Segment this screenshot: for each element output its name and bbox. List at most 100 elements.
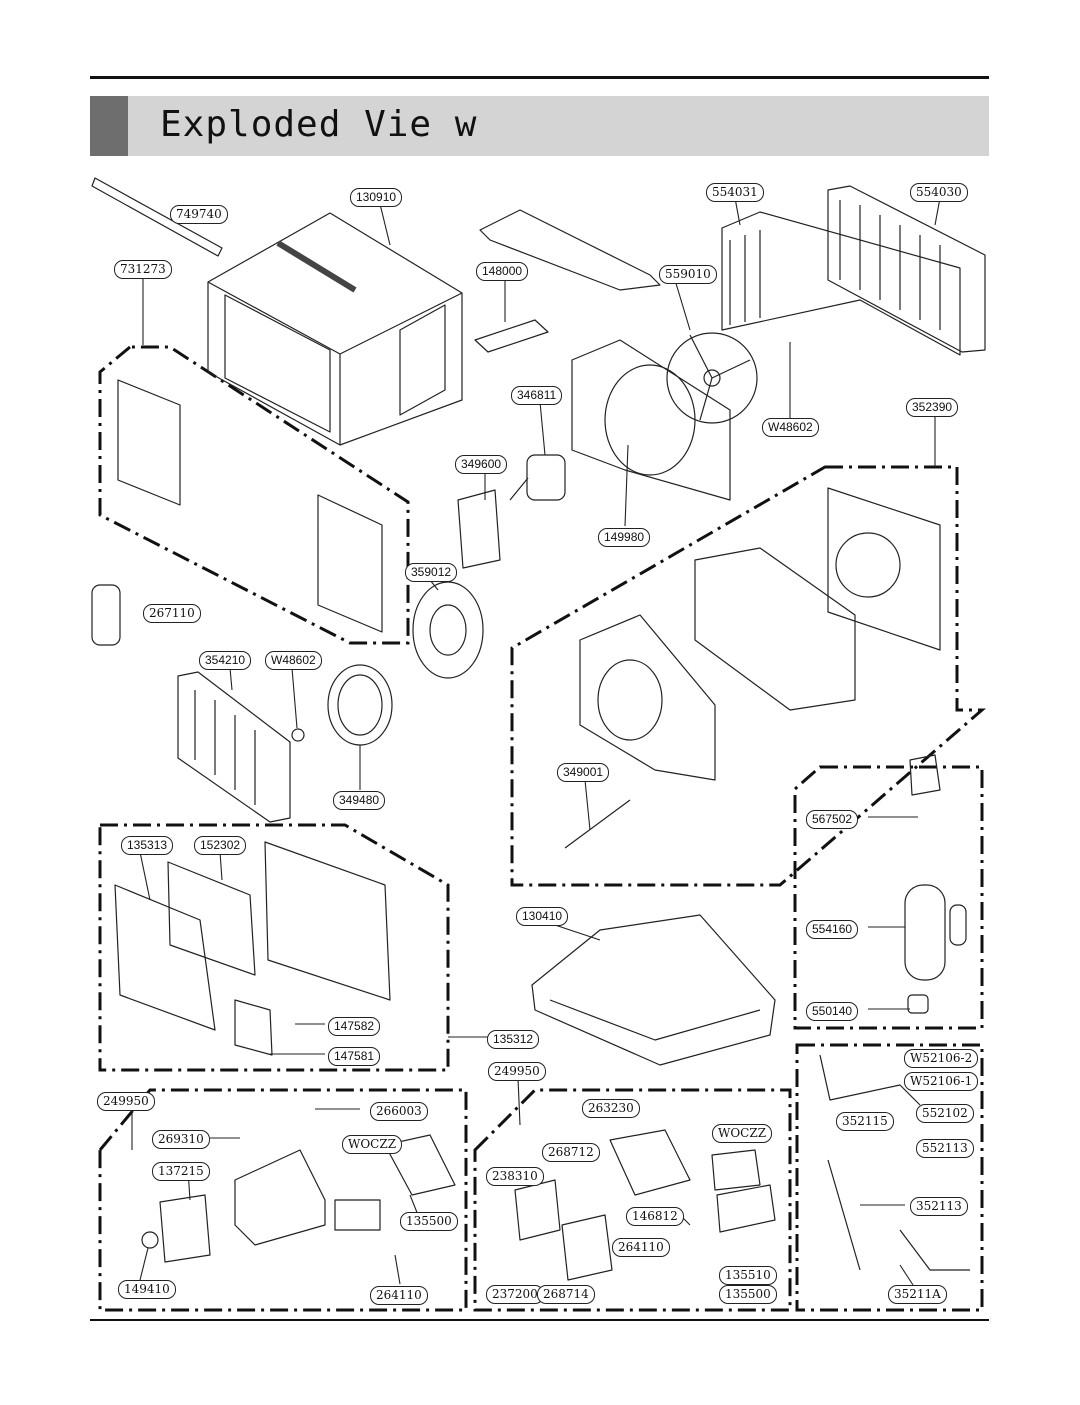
part-label: 147582: [328, 1017, 381, 1036]
control-box-part: [234, 1149, 326, 1246]
louver-part: [234, 999, 273, 1056]
part-label: 550140: [806, 1002, 859, 1021]
evaporator-frame-opening: [597, 659, 663, 741]
control-box-group-outline-2: [473, 1088, 792, 1312]
control-cover-part: [384, 1134, 456, 1196]
part-label: 349600: [455, 455, 508, 474]
part-label: 559010: [659, 265, 717, 284]
bottom-rule: [90, 1319, 989, 1321]
part-label: 238310: [486, 1167, 544, 1186]
part-label: 152302: [194, 836, 247, 855]
side-rail-part: [91, 177, 223, 257]
remote-control-part: [91, 584, 121, 646]
cover-2-part: [716, 1184, 776, 1233]
capacitor-2-part: [711, 1149, 761, 1191]
part-label: 135500: [719, 1285, 777, 1304]
part-label: 146812: [626, 1207, 684, 1226]
part-label: 552102: [916, 1104, 974, 1123]
part-label: 130410: [516, 907, 569, 926]
condenser-shroud-part: [571, 339, 731, 501]
compressor-part: [904, 884, 967, 1014]
part-label: 135312: [487, 1030, 540, 1049]
part-label: 35211A: [888, 1285, 947, 1304]
part-label: 567502: [806, 810, 859, 829]
part-label: 359012: [405, 563, 458, 582]
side-curtain-left-part: [117, 379, 181, 506]
part-label: 249950: [97, 1092, 155, 1111]
part-label: 352113: [910, 1197, 968, 1216]
part-label: 147581: [328, 1047, 381, 1066]
part-label: 269310: [152, 1130, 210, 1149]
part-label: 237200: [486, 1285, 544, 1304]
air-duct-part: [694, 547, 856, 711]
part-label: 731273: [114, 260, 172, 279]
part-label: 135510: [719, 1266, 777, 1285]
part-label: 349001: [557, 763, 610, 782]
compressor-group-outline: [793, 765, 984, 1030]
barrier-opening: [835, 532, 901, 598]
part-label: 749740: [170, 205, 228, 224]
part-label: W52106-2: [904, 1049, 979, 1068]
part-label: 135313: [121, 836, 174, 855]
part-label: 354210: [199, 651, 252, 670]
part-label: 249950: [488, 1062, 546, 1081]
part-label: 266003: [370, 1102, 428, 1121]
part-label: 268714: [537, 1285, 595, 1304]
capacitor-part: [334, 1199, 381, 1231]
part-label: 149980: [598, 528, 651, 547]
part-label: WOCZZ: [342, 1135, 403, 1154]
motor-mount-part: [457, 489, 501, 569]
condenser-fan-part: [666, 332, 758, 424]
control-box-group-outline-1: [98, 1088, 468, 1312]
part-label: 264110: [612, 1238, 670, 1257]
knob-part: [141, 1231, 159, 1249]
drain-tube-part: [564, 799, 631, 849]
part-label: WOCZZ: [712, 1124, 773, 1143]
part-label: 554031: [706, 183, 764, 202]
fan-motor-part: [509, 454, 566, 501]
blower-wheel-part: [412, 581, 484, 679]
front-grille-part: [114, 884, 216, 1031]
part-label: 148000: [476, 262, 529, 281]
terminal-cover-part: [909, 754, 941, 796]
part-label: 349480: [333, 791, 386, 810]
clamp-part: [291, 728, 305, 742]
cabinet-part: [207, 212, 463, 446]
evaporator-frame-part: [579, 614, 716, 781]
part-label: 352115: [836, 1112, 894, 1131]
part-label: W48602: [265, 651, 322, 670]
part-label: 263230: [582, 1099, 640, 1118]
bracket-part: [474, 319, 549, 353]
part-label: 267110: [143, 604, 201, 623]
pcb-part: [561, 1214, 613, 1281]
part-label: W48602: [762, 418, 819, 437]
air-filter-part: [167, 861, 256, 976]
display-panel-part: [514, 1179, 561, 1241]
part-label: 264110: [370, 1286, 428, 1305]
evaporator-housing-group-outline: [510, 465, 987, 887]
piping-group-outline: [795, 1043, 984, 1312]
piping-part: [819, 1054, 970, 1271]
front-panel-part: [264, 841, 391, 1001]
part-label: W52106-1: [904, 1072, 979, 1091]
top-rule: [90, 76, 989, 79]
part-label: 352390: [906, 398, 959, 417]
title-bar: Exploded Vie w: [90, 96, 989, 156]
part-label: 149410: [118, 1280, 176, 1299]
condenser-coil-2-part: [827, 185, 986, 353]
evaporator-coil-part: [177, 671, 291, 823]
base-pan-part: [531, 914, 776, 1066]
condenser-coil-part: [721, 211, 961, 356]
title-accent-block: [90, 96, 128, 156]
side-curtain-right-part: [317, 494, 383, 633]
barrier-part: [827, 487, 941, 651]
front-grille-group-outline: [98, 823, 450, 1072]
part-label: 552113: [916, 1139, 974, 1158]
orifice-ring-part: [327, 664, 393, 746]
part-label: 268712: [542, 1143, 600, 1162]
control-box-2-part: [609, 1129, 691, 1196]
part-label: 130910: [350, 188, 403, 207]
part-label: 554030: [910, 183, 968, 202]
switch-panel-part: [159, 1194, 211, 1263]
